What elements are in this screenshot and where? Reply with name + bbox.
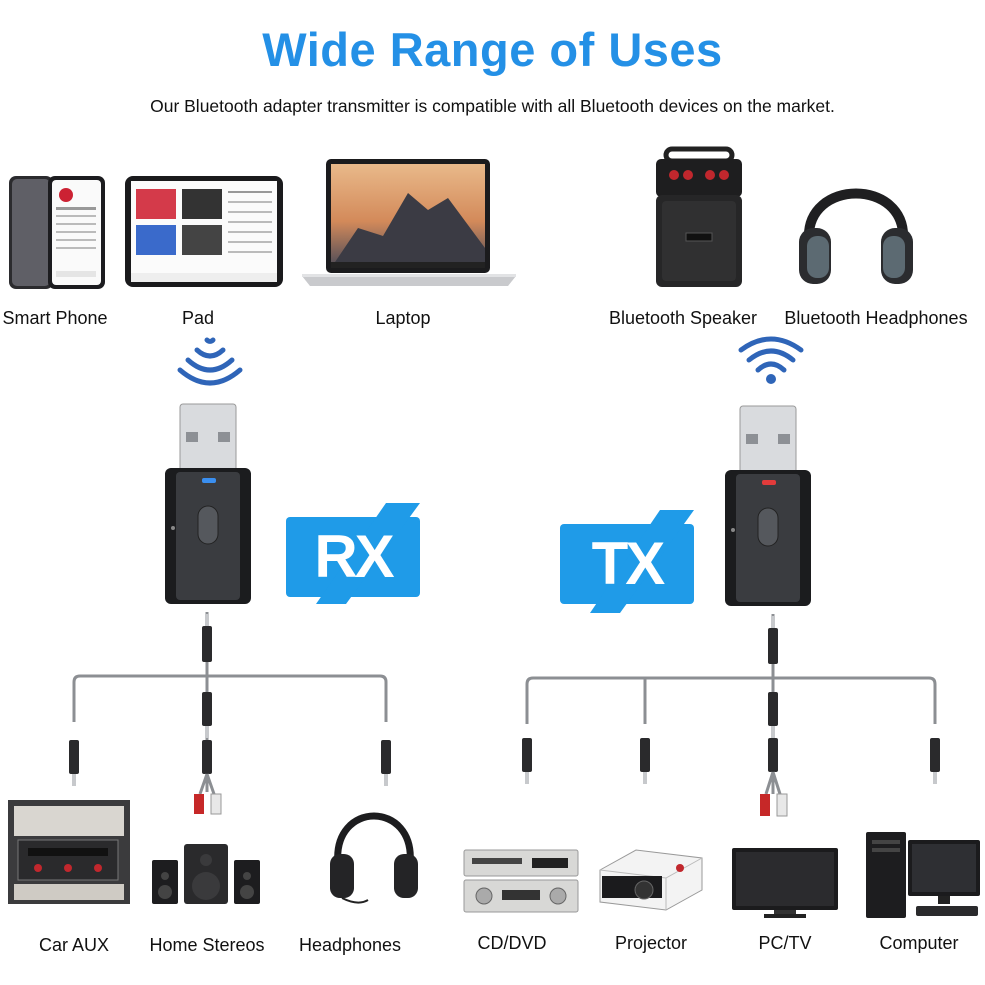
car-aux-image <box>8 800 130 904</box>
computer-image <box>866 832 980 918</box>
wifi-signal-icon <box>738 336 804 384</box>
computer-label: Computer <box>879 933 959 953</box>
page-title: Wide Range of Uses <box>262 23 723 76</box>
cd-dvd-image <box>463 849 579 913</box>
pc-tv-image <box>732 848 838 918</box>
home-stereos-image <box>152 844 260 904</box>
rx-adapter-image <box>165 403 251 604</box>
pad-label: Pad <box>181 308 215 328</box>
tx-badge-shape <box>560 510 694 613</box>
rx-badge: RX <box>286 503 420 604</box>
headphones-label: Headphones <box>298 935 402 955</box>
pc-tv-label: PC/TV <box>758 933 812 953</box>
smart-phone-image <box>9 176 105 289</box>
tx-cable-splitter <box>522 614 940 817</box>
rx-label: RX <box>314 523 394 590</box>
wifi-signal-icon <box>177 337 243 386</box>
rx-cable-splitter <box>69 612 391 815</box>
smart-phone-label: Smart Phone <box>2 308 108 328</box>
page-subtitle: Our Bluetooth adapter transmitter is com… <box>150 96 835 116</box>
car-aux-label: Car AUX <box>38 935 110 955</box>
tx-badge: TX <box>560 510 694 613</box>
pad-image <box>125 176 283 287</box>
cd-dvd-label: CD/DVD <box>477 933 547 953</box>
bluetooth-headphones-image <box>799 188 913 284</box>
headphones-image <box>330 812 418 904</box>
laptop-label: Laptop <box>375 308 431 328</box>
projector-label: Projector <box>614 933 688 953</box>
home-stereos-label: Home Stereos <box>149 935 265 955</box>
projector-image <box>599 849 703 911</box>
rx-badge-shape <box>286 503 420 604</box>
bluetooth-headphones-label: Bluetooth Headphones <box>784 308 968 328</box>
tx-adapter-image <box>725 405 811 606</box>
laptop-image <box>302 159 516 286</box>
tx-label: TX <box>591 530 666 597</box>
bluetooth-speaker-label: Bluetooth Speaker <box>608 308 758 328</box>
bluetooth-speaker-image <box>656 146 742 287</box>
